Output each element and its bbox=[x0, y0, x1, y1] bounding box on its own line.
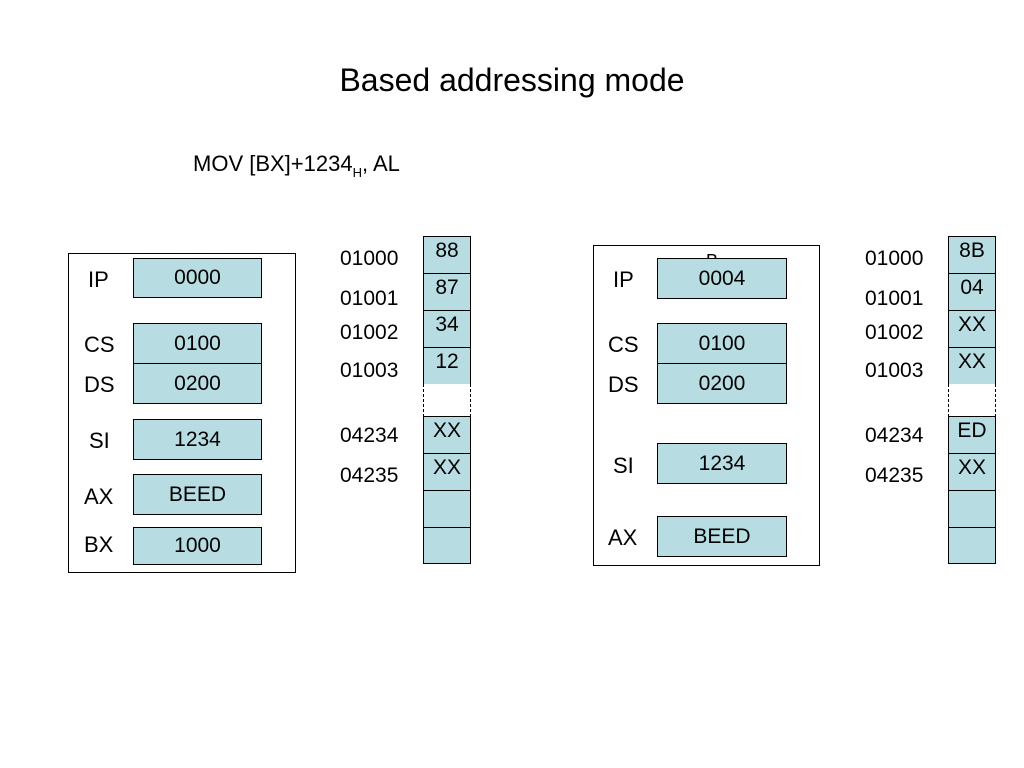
instruction-text: MOV [BX]+1234H, AL bbox=[193, 150, 400, 180]
reg-label-ds: DS bbox=[84, 372, 115, 397]
reg-value-ax: BEED bbox=[657, 516, 787, 557]
mem-address: 01000 bbox=[865, 247, 924, 270]
reg-label-ip: IP bbox=[613, 267, 634, 292]
mem-cell: XX bbox=[948, 347, 996, 385]
slide-title: Based addressing mode bbox=[339, 62, 685, 98]
reg-value-ds: 0200 bbox=[133, 363, 262, 404]
instruction-main: MOV [BX]+1234 bbox=[193, 151, 353, 176]
mem-cell: 04 bbox=[948, 273, 996, 311]
mem-cell: XX bbox=[423, 453, 471, 491]
reg-label-bx: BX bbox=[84, 532, 114, 557]
mem-cell: XX bbox=[948, 310, 996, 348]
reg-label-ax: AX bbox=[608, 525, 638, 550]
reg-label-ds: DS bbox=[608, 372, 639, 397]
mem-cell: XX bbox=[948, 453, 996, 491]
mem-cell: XX bbox=[423, 416, 471, 454]
reg-value-ip: 0000 bbox=[133, 258, 262, 298]
reg-value-ip: 0004 bbox=[657, 258, 787, 299]
mem-gap-dashed bbox=[948, 384, 996, 417]
mem-cell: 34 bbox=[423, 310, 471, 348]
reg-value-si: 1234 bbox=[133, 419, 262, 460]
instruction-subscript: H bbox=[352, 165, 362, 180]
reg-value-cs: 0100 bbox=[657, 323, 787, 364]
reg-value-ax: BEED bbox=[133, 474, 262, 515]
mem-cell bbox=[948, 490, 996, 528]
mem-address: 04235 bbox=[340, 464, 399, 487]
mem-cell: ED bbox=[948, 416, 996, 454]
mem-gap-dashed bbox=[423, 384, 471, 417]
cpu-registers-before bbox=[68, 253, 296, 573]
mem-cell: 8B bbox=[948, 236, 996, 274]
mem-cell bbox=[948, 527, 996, 564]
reg-label-si: SI bbox=[89, 428, 110, 453]
reg-value-cs: 0100 bbox=[133, 323, 262, 364]
mem-address: 01003 bbox=[340, 359, 399, 382]
mem-address: 01002 bbox=[865, 321, 924, 344]
reg-label-ip: IP bbox=[88, 267, 109, 292]
cpu-box-label: B bbox=[706, 253, 718, 261]
reg-label-ax: AX bbox=[84, 484, 114, 509]
mem-address: 04234 bbox=[340, 424, 399, 447]
mem-address: 01002 bbox=[340, 321, 399, 344]
reg-value-ds: 0200 bbox=[657, 363, 787, 404]
mem-address: 01003 bbox=[865, 359, 924, 382]
mem-cell: 88 bbox=[423, 236, 471, 274]
mem-cell bbox=[423, 490, 471, 528]
reg-value-bx: 1000 bbox=[133, 527, 262, 565]
mem-cell bbox=[423, 527, 471, 564]
mem-address: 04235 bbox=[865, 464, 924, 487]
mem-address: 01001 bbox=[865, 287, 924, 310]
reg-label-si: SI bbox=[613, 453, 634, 478]
mem-address: 01001 bbox=[340, 287, 399, 310]
mem-address: 01000 bbox=[340, 247, 399, 270]
reg-value-si: 1234 bbox=[657, 443, 787, 484]
instruction-tail: , AL bbox=[361, 151, 400, 176]
mem-cell: 12 bbox=[423, 347, 471, 385]
mem-cell: 87 bbox=[423, 273, 471, 311]
reg-label-cs: CS bbox=[608, 332, 639, 357]
mem-address: 04234 bbox=[865, 424, 924, 447]
reg-label-cs: CS bbox=[84, 332, 115, 357]
